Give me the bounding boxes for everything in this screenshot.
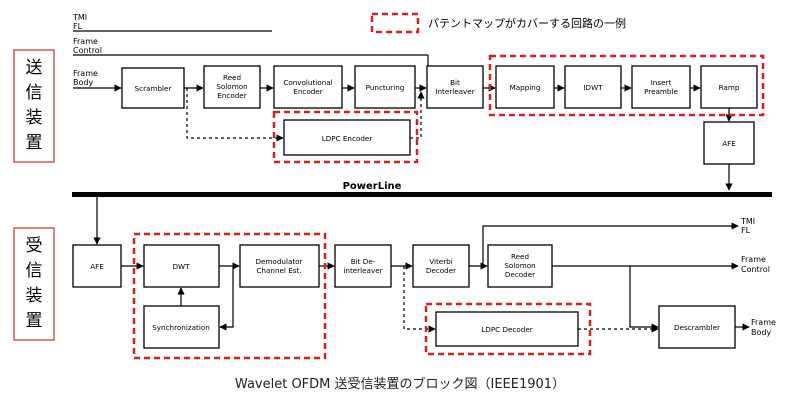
block-demodulator: Demodulator Channel Est. <box>239 244 320 288</box>
svg-text:Synchronization: Synchronization <box>152 323 210 332</box>
svg-text:置: 置 <box>26 311 43 331</box>
svg-text:装: 装 <box>26 286 43 306</box>
rx-connections <box>93 197 750 333</box>
svg-text:Encoder: Encoder <box>217 91 246 100</box>
svg-text:FL: FL <box>741 226 751 235</box>
svg-text:Bit: Bit <box>450 78 460 87</box>
svg-text:置: 置 <box>26 133 43 153</box>
block-bit-deinterleaver: Bit De- interleaver <box>334 244 392 288</box>
rx-side-label: 受 信 装 置 <box>26 236 43 331</box>
svg-text:信: 信 <box>26 261 43 281</box>
svg-text:Puncturing: Puncturing <box>366 83 405 92</box>
block-puncturing: Puncturing <box>354 65 416 109</box>
block-ldpc-decoder: LDPC Decoder <box>435 311 579 347</box>
svg-text:受: 受 <box>26 236 43 256</box>
block-idwt: IDWT <box>564 65 622 109</box>
svg-text:IDWT: IDWT <box>583 83 603 92</box>
svg-text:TMI: TMI <box>740 217 755 226</box>
svg-text:Encoder: Encoder <box>293 87 322 96</box>
block-ramp: Ramp <box>700 65 758 109</box>
block-bit-interleaver: Bit Interleaver <box>426 65 484 109</box>
svg-text:AFE: AFE <box>722 139 736 148</box>
svg-text:Frame: Frame <box>751 318 776 327</box>
svg-text:Body: Body <box>73 78 93 87</box>
svg-text:Mapping: Mapping <box>510 83 541 92</box>
svg-text:Descrambler: Descrambler <box>674 323 720 332</box>
svg-text:Scrambler: Scrambler <box>135 84 172 93</box>
block-ldpc-encoder: LDPC Encoder <box>283 119 411 156</box>
svg-text:Frame: Frame <box>741 255 766 264</box>
rx-outputs: TMI FL Frame Control Frame Body <box>740 217 776 337</box>
block-rx-afe: AFE <box>72 244 122 288</box>
highlight-tx-modulation <box>488 54 765 117</box>
powerline-bus <box>72 192 772 197</box>
svg-text:LDPC Decoder: LDPC Decoder <box>481 325 532 334</box>
figure-caption: Wavelet OFDM 送受信装置のブロック図（IEEE1901） <box>235 376 565 392</box>
svg-text:信: 信 <box>26 83 43 103</box>
svg-text:Reed: Reed <box>511 252 529 261</box>
block-conv-encoder: Convolutional Encoder <box>273 65 343 109</box>
svg-text:Channel Est.: Channel Est. <box>256 266 301 275</box>
powerline-label: PowerLine <box>343 181 402 192</box>
svg-text:Reed: Reed <box>223 73 241 82</box>
block-descrambler: Descrambler <box>658 305 736 349</box>
legend-text: パテントマップがカバーする回路の一例 <box>428 16 626 30</box>
highlight-rx-demodulation <box>132 232 327 360</box>
block-rs-decoder: Reed Solomon Decoder <box>487 244 553 288</box>
svg-text:Convolutional: Convolutional <box>283 78 332 87</box>
block-mapping: Mapping <box>495 65 555 109</box>
highlight-ldpc-decoder <box>424 302 592 356</box>
block-synchronization: Synchronization <box>143 305 220 349</box>
block-viterbi: Viterbi Decoder <box>412 244 470 288</box>
tx-side-box <box>13 49 55 163</box>
tx-side-label: 送 信 装 置 <box>26 58 43 153</box>
svg-text:Frame: Frame <box>73 69 98 78</box>
svg-text:DWT: DWT <box>172 262 190 271</box>
svg-text:Viterbi: Viterbi <box>429 257 453 266</box>
svg-text:Insert: Insert <box>651 78 672 87</box>
svg-text:AFE: AFE <box>90 262 104 271</box>
svg-text:送: 送 <box>26 58 43 78</box>
svg-text:Preamble: Preamble <box>644 87 678 96</box>
svg-text:LDPC Encoder: LDPC Encoder <box>322 134 373 143</box>
svg-text:Solomon: Solomon <box>216 82 247 91</box>
highlight-ldpc-encoder <box>272 110 419 164</box>
block-insert-preamble: Insert Preamble <box>631 65 691 109</box>
svg-text:FL: FL <box>73 22 83 31</box>
svg-text:装: 装 <box>26 108 43 128</box>
block-dwt: DWT <box>143 244 220 288</box>
svg-text:Decoder: Decoder <box>505 270 535 279</box>
svg-text:Decoder: Decoder <box>426 266 456 275</box>
svg-text:interleaver: interleaver <box>343 266 382 275</box>
svg-text:Ramp: Ramp <box>719 83 740 92</box>
svg-text:Solomon: Solomon <box>504 261 535 270</box>
tx-inputs: TMI FL Frame Control Frame Body <box>72 13 429 92</box>
block-scrambler: Scrambler <box>121 67 185 109</box>
svg-text:TMI: TMI <box>72 13 87 22</box>
rx-side-box <box>13 227 55 341</box>
svg-text:Interleaver: Interleaver <box>435 87 474 96</box>
svg-text:Control: Control <box>741 265 770 274</box>
svg-text:Bit De-: Bit De- <box>351 257 376 266</box>
legend-swatch <box>370 12 420 34</box>
block-tx-afe: AFE <box>703 121 755 165</box>
block-rs-encoder: Reed Solomon Encoder <box>203 65 261 109</box>
svg-text:Body: Body <box>751 328 771 337</box>
svg-text:Control: Control <box>73 46 102 55</box>
svg-text:Demodulator: Demodulator <box>255 257 302 266</box>
svg-text:Frame: Frame <box>73 37 98 46</box>
